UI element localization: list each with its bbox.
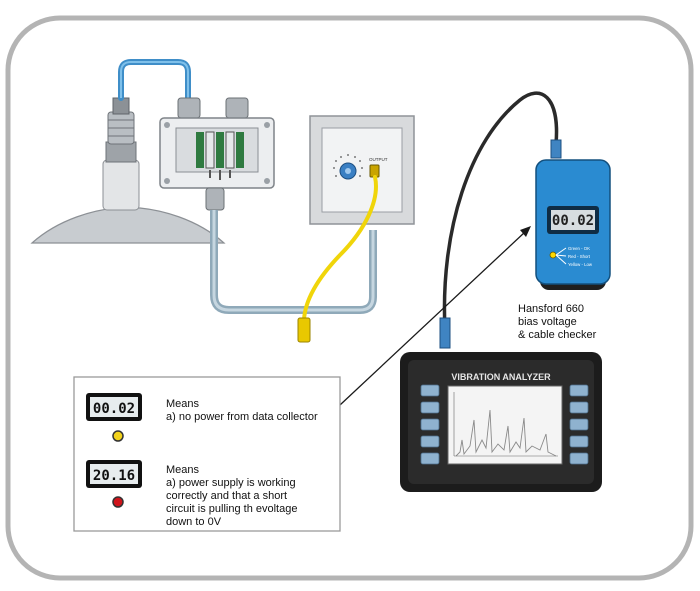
meter-caption-line-1: Hansford 660 bbox=[518, 303, 585, 315]
legend-item-1-line-1: a) no power from data collector bbox=[166, 411, 318, 423]
legend-item-1-text: Means a) no power from data collector bbox=[166, 398, 318, 424]
meter-led-label-short: Red - Short bbox=[568, 254, 591, 259]
meter-led-label-ok: Green - OK bbox=[568, 246, 590, 251]
pointer-arrowhead bbox=[520, 226, 531, 237]
junction-box bbox=[159, 97, 275, 211]
switch-panel bbox=[309, 115, 415, 225]
analyzer-title: VIBRATION ANALYZER bbox=[451, 372, 551, 382]
legend-yellow-led bbox=[112, 430, 124, 442]
output-label: OUTPUT bbox=[369, 157, 388, 162]
legend-item-2-line-1: a) power supply is working bbox=[166, 477, 296, 489]
pointer-line bbox=[339, 231, 526, 406]
legend-display-1: 00.02 bbox=[93, 401, 135, 417]
analyzer-cable bbox=[442, 91, 559, 331]
legend-item-2-heading: Means bbox=[166, 464, 200, 476]
meter-caption-line-3: & cable checker bbox=[518, 329, 597, 341]
legend-red-led bbox=[112, 496, 124, 508]
legend-display-2: 20.16 bbox=[93, 468, 135, 484]
accelerometer-sensor bbox=[30, 97, 226, 244]
bnc-cable bbox=[302, 175, 378, 322]
legend-item-2-text: Means a) power supply is working correct… bbox=[166, 464, 297, 529]
meter-caption: Hansford 660 bias voltage & cable checke… bbox=[518, 303, 596, 342]
vibration-analyzer bbox=[400, 352, 602, 492]
bnc-connector bbox=[297, 317, 311, 343]
legend-item-2-line-2: correctly and that a short bbox=[166, 490, 288, 502]
meter-display: 00.02 bbox=[552, 213, 594, 229]
legend-item-2-line-3: circuit is pulling th evoltage bbox=[166, 503, 298, 515]
legend-item-2-line-4: down to 0V bbox=[166, 516, 222, 528]
meter-caption-line-2: bias voltage bbox=[518, 316, 577, 328]
hansford-meter bbox=[535, 159, 611, 290]
meter-led-label-low: Yellow - Low bbox=[568, 262, 593, 267]
legend-item-1-heading: Means bbox=[166, 398, 200, 410]
